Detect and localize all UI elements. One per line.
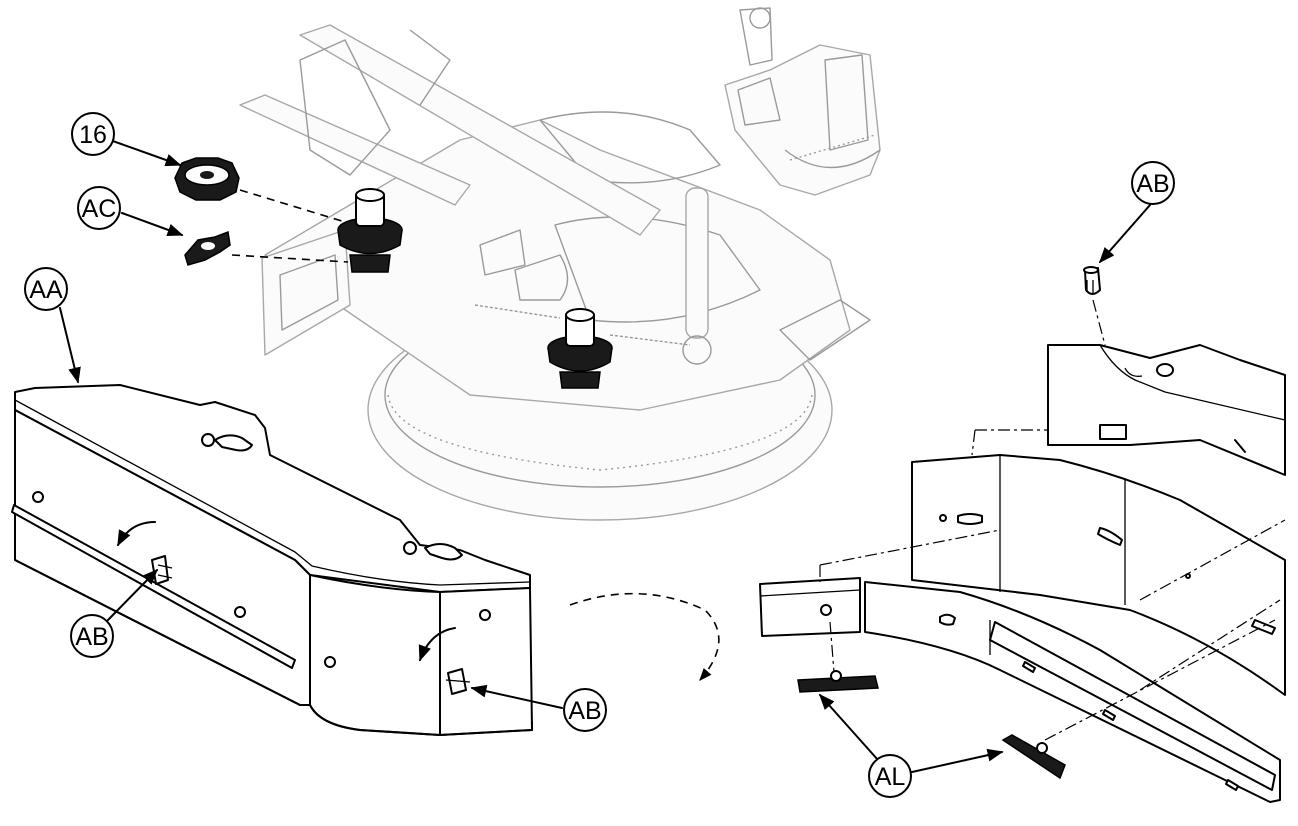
handle-alignment-line-2 [1044,619,1276,741]
handle-alignment-line-1 [829,621,835,673]
callout-label: AB [568,697,601,725]
pin-alignment-line [1092,299,1106,346]
callout-ab-right: AB [1131,161,1175,205]
skirt-assembly-aa [11,384,533,736]
callout-ac: AC [77,186,121,230]
nut-alignment-line [231,254,349,263]
mounted-knob-upper [337,188,403,273]
leader-lines [59,139,1151,773]
knob-alignment-line [239,189,346,223]
scrub-deck-assembly [239,24,871,521]
callout-label: AB [75,623,108,651]
skirt-alignment-line [819,529,1001,582]
rotation-arrow [569,592,720,681]
callout-ab-middle: AB [563,688,607,732]
skirt-alignment-line-3 [1139,519,1286,601]
callout-label: AB [1136,170,1169,198]
callout-ab-left: AB [70,614,114,658]
callout-al: AL [868,754,912,798]
callout-aa: AA [24,267,68,311]
callout-16: 16 [71,112,115,156]
skirt-alignment-line-2 [1139,599,1281,691]
callout-label: AA [29,276,63,304]
callout-label: 16 [79,121,107,149]
callout-label: AL [875,763,906,791]
wing-nut-part-ac [184,230,231,266]
knob-part-16 [174,157,240,201]
machine-thumbnail [724,7,881,196]
mounted-knob-lower [547,308,613,389]
side-skirt-right [759,266,1286,803]
callout-label: AC [82,195,117,223]
plate-alignment-line-2 [971,429,976,456]
